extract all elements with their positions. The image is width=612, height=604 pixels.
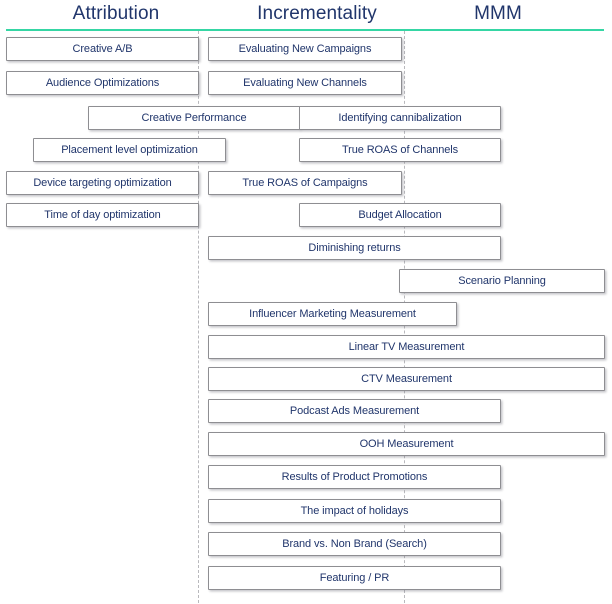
capability-node[interactable]: The impact of holidays <box>208 499 501 523</box>
capability-node[interactable]: Featuring / PR <box>208 566 501 590</box>
capability-node[interactable]: Evaluating New Campaigns <box>208 37 402 61</box>
capability-node[interactable]: True ROAS of Campaigns <box>208 171 402 195</box>
capability-node[interactable]: Device targeting optimization <box>6 171 199 195</box>
capability-node[interactable]: Creative Performance <box>88 106 300 130</box>
capability-node[interactable]: Audience Optimizations <box>6 71 199 95</box>
capability-node[interactable]: Diminishing returns <box>208 236 501 260</box>
capability-node[interactable]: Podcast Ads Measurement <box>208 399 501 423</box>
column-header-mmm: MMM <box>474 3 522 24</box>
capability-node[interactable]: OOH Measurement <box>208 432 605 456</box>
capability-node[interactable]: Influencer Marketing Measurement <box>208 302 457 326</box>
capability-node[interactable]: Budget Allocation <box>299 203 501 227</box>
capability-node[interactable]: Results of Product Promotions <box>208 465 501 489</box>
capability-node[interactable]: Time of day optimization <box>6 203 199 227</box>
capability-node[interactable]: Evaluating New Channels <box>208 71 402 95</box>
column-header-attribution: Attribution <box>72 3 160 24</box>
capability-node[interactable]: Linear TV Measurement <box>208 335 605 359</box>
capability-node[interactable]: Creative A/B <box>6 37 199 61</box>
column-header-incrementality: Incrementality <box>257 3 377 24</box>
header-underline-rule <box>6 29 604 31</box>
column-divider-1 <box>198 31 199 603</box>
capability-node[interactable]: Placement level optimization <box>33 138 226 162</box>
capability-node[interactable]: Scenario Planning <box>399 269 605 293</box>
capability-node[interactable]: Brand vs. Non Brand (Search) <box>208 532 501 556</box>
capability-node[interactable]: True ROAS of Channels <box>299 138 501 162</box>
capability-node[interactable]: CTV Measurement <box>208 367 605 391</box>
capability-node[interactable]: Identifying cannibalization <box>299 106 501 130</box>
